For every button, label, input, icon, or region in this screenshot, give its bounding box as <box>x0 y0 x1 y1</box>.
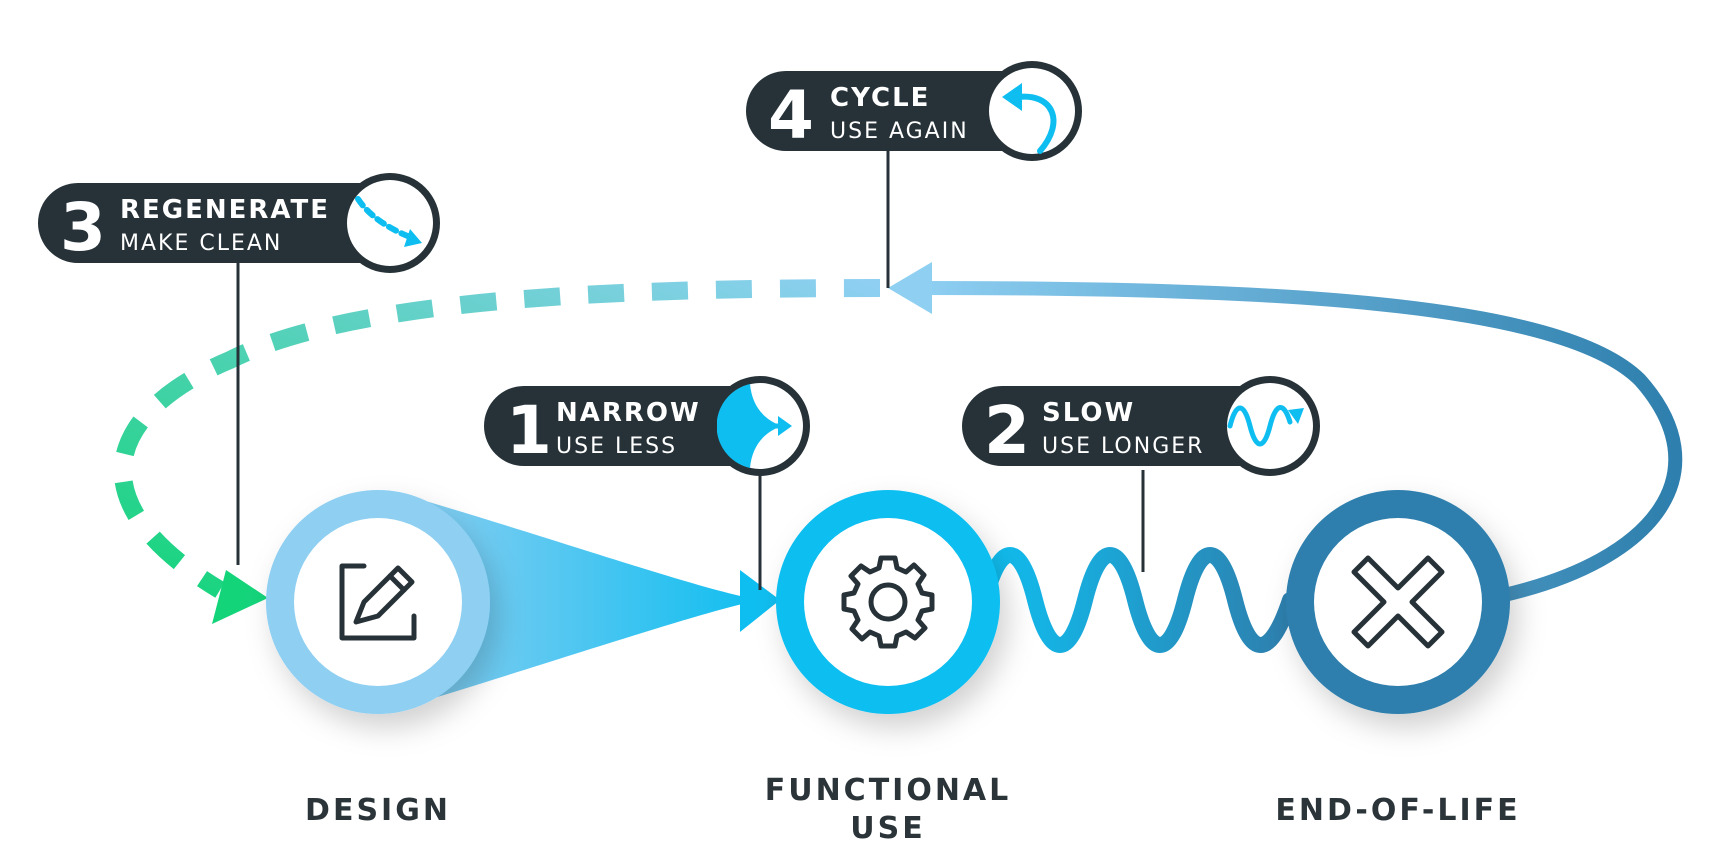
stage-end-of-life <box>1286 490 1510 714</box>
stage-label-functional-use: FUNCTIONAL USE <box>738 772 1038 848</box>
regenerate-subtitle: MAKE CLEAN <box>120 231 282 256</box>
slow-title: SLOW <box>1042 398 1135 428</box>
narrow-cone <box>395 492 760 710</box>
regenerate-number: 3 <box>60 189 106 266</box>
loop-back-arrow-icon <box>1002 83 1057 154</box>
strategy-pill-cycle: 4 CYCLE USE AGAIN <box>746 61 1082 161</box>
x-icon <box>1351 555 1445 649</box>
cycle-number: 4 <box>768 77 814 154</box>
stage-label-end-of-life: END-OF-LIFE <box>1275 793 1521 828</box>
stage-label-functional-line1: FUNCTIONAL <box>764 773 1012 808</box>
cycle-subtitle: USE AGAIN <box>830 119 969 144</box>
narrow-arrow-icon <box>717 384 792 468</box>
regenerate-dashed-path <box>114 279 881 598</box>
gear-icon <box>841 555 935 649</box>
stage-label-functional-line2: USE <box>850 811 926 846</box>
stage-label-design: DESIGN <box>305 793 451 828</box>
regenerate-title: REGENERATE <box>120 195 330 225</box>
wave-arrow-icon <box>1227 405 1304 447</box>
slow-subtitle: USE LONGER <box>1042 434 1204 459</box>
stage-design <box>266 490 490 714</box>
edit-icon <box>339 563 417 641</box>
dashed-arrow-icon <box>355 196 422 247</box>
regenerate-arrowhead <box>212 570 268 624</box>
slow-number: 2 <box>984 392 1030 469</box>
strategy-pill-regenerate: 3 REGENERATE MAKE CLEAN <box>38 173 440 273</box>
strategy-pill-slow: 2 SLOW USE LONGER <box>962 376 1320 476</box>
narrow-arrowhead <box>740 570 780 632</box>
cycle-loop-path <box>919 281 1683 603</box>
strategy-pill-narrow: 1 NARROW USE LESS <box>484 376 810 476</box>
cycle-title: CYCLE <box>830 83 930 113</box>
slow-wave <box>977 547 1298 653</box>
stage-functional-use <box>776 490 1000 714</box>
cycle-loop-arrowhead <box>888 262 932 314</box>
narrow-number: 1 <box>506 392 552 469</box>
narrow-title: NARROW <box>556 398 701 428</box>
narrow-subtitle: USE LESS <box>556 434 677 459</box>
